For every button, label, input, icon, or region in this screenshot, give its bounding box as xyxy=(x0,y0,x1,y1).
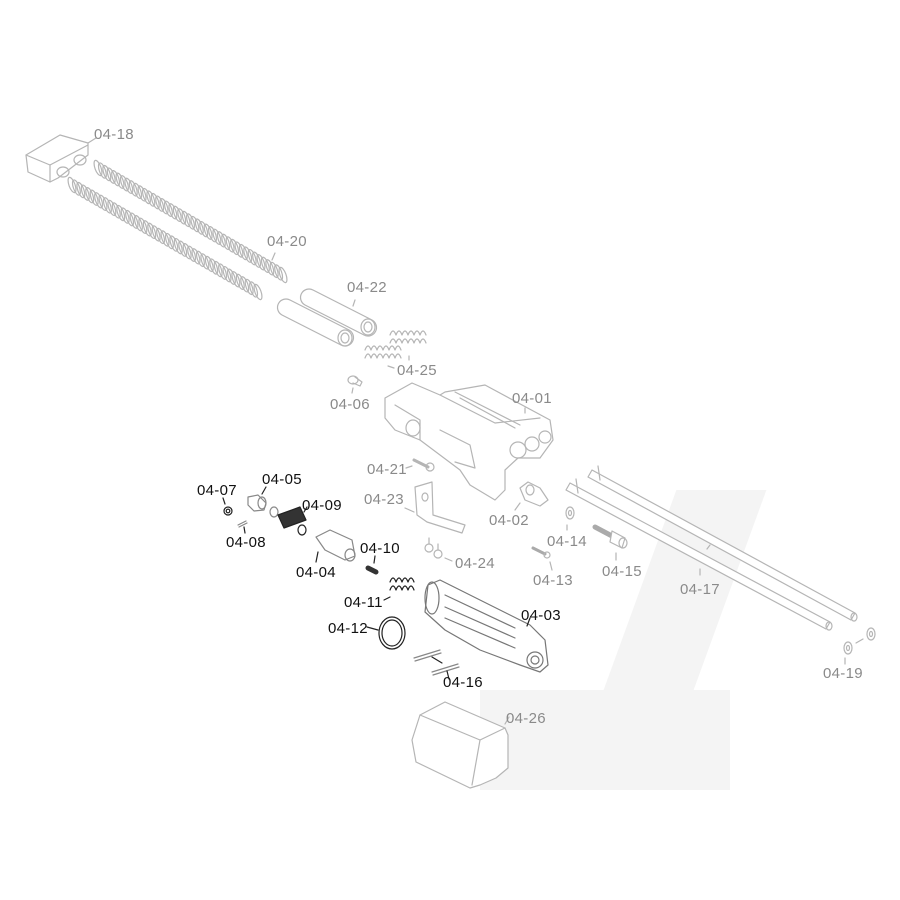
part-label: 04-06 xyxy=(330,396,370,413)
part-04-14-washer xyxy=(565,506,575,531)
part-label: 04-16 xyxy=(443,674,483,691)
part-04-24-screws xyxy=(424,537,453,562)
part-04-18-guide-block xyxy=(25,134,97,183)
spring-coil xyxy=(278,266,288,284)
part-04-19-washers xyxy=(843,627,876,665)
part-label: 04-14 xyxy=(547,533,587,550)
part-label: 04-03 xyxy=(521,607,561,624)
part-label: 04-24 xyxy=(455,555,495,572)
part-04-07-o-ring xyxy=(222,497,233,516)
spring-coil xyxy=(253,283,263,301)
part-04-23-bracket xyxy=(404,481,466,534)
part-04-06-screw xyxy=(347,375,363,394)
part-label: 04-02 xyxy=(489,512,529,529)
part-label: 04-22 xyxy=(347,279,387,296)
part-label: 04-21 xyxy=(367,461,407,478)
part-label: 04-10 xyxy=(360,540,400,557)
part-label: 04-07 xyxy=(197,482,237,499)
part-label: 04-19 xyxy=(823,665,863,682)
part-04-09-spring xyxy=(269,506,308,536)
part-label: 04-05 xyxy=(262,471,302,488)
part-label: 04-01 xyxy=(512,390,552,407)
watermark-shape xyxy=(480,690,730,790)
part-label: 04-20 xyxy=(267,233,307,250)
part-04-21-screw xyxy=(405,458,435,472)
part-04-13-screw xyxy=(531,546,553,571)
part-04-08-pin xyxy=(237,520,248,534)
part-label: 04-08 xyxy=(226,534,266,551)
part-04-01-bolt-carrier xyxy=(384,382,554,501)
part-04-04-valve xyxy=(315,529,356,563)
part-label: 04-17 xyxy=(680,581,720,598)
part-04-20-springs xyxy=(67,159,288,301)
part-04-03-nozzle-housing xyxy=(424,579,549,673)
part-04-12-o-ring xyxy=(366,616,406,650)
part-label: 04-12 xyxy=(328,620,368,637)
part-04-22-tubes xyxy=(276,288,378,347)
part-label: 04-09 xyxy=(302,497,342,514)
part-04-02-block xyxy=(514,481,549,511)
part-label: 04-26 xyxy=(506,710,546,727)
part-04-16-pins xyxy=(413,649,460,680)
part-04-17-guide-rods xyxy=(565,465,858,631)
part-label: 04-15 xyxy=(602,563,642,580)
part-04-25-springs xyxy=(364,330,427,369)
part-label: 04-18 xyxy=(94,126,134,143)
part-04-10-set-screw xyxy=(365,555,379,575)
part-label: 04-25 xyxy=(397,362,437,379)
part-label: 04-04 xyxy=(296,564,336,581)
part-04-11-spring xyxy=(383,577,415,601)
part-label: 04-23 xyxy=(364,491,404,508)
part-label: 04-13 xyxy=(533,572,573,589)
part-label: 04-11 xyxy=(344,594,383,611)
part-04-15-bolt xyxy=(592,524,628,561)
part-04-05-valve-head xyxy=(247,486,267,512)
part-04-26-buffer-block xyxy=(411,701,510,789)
